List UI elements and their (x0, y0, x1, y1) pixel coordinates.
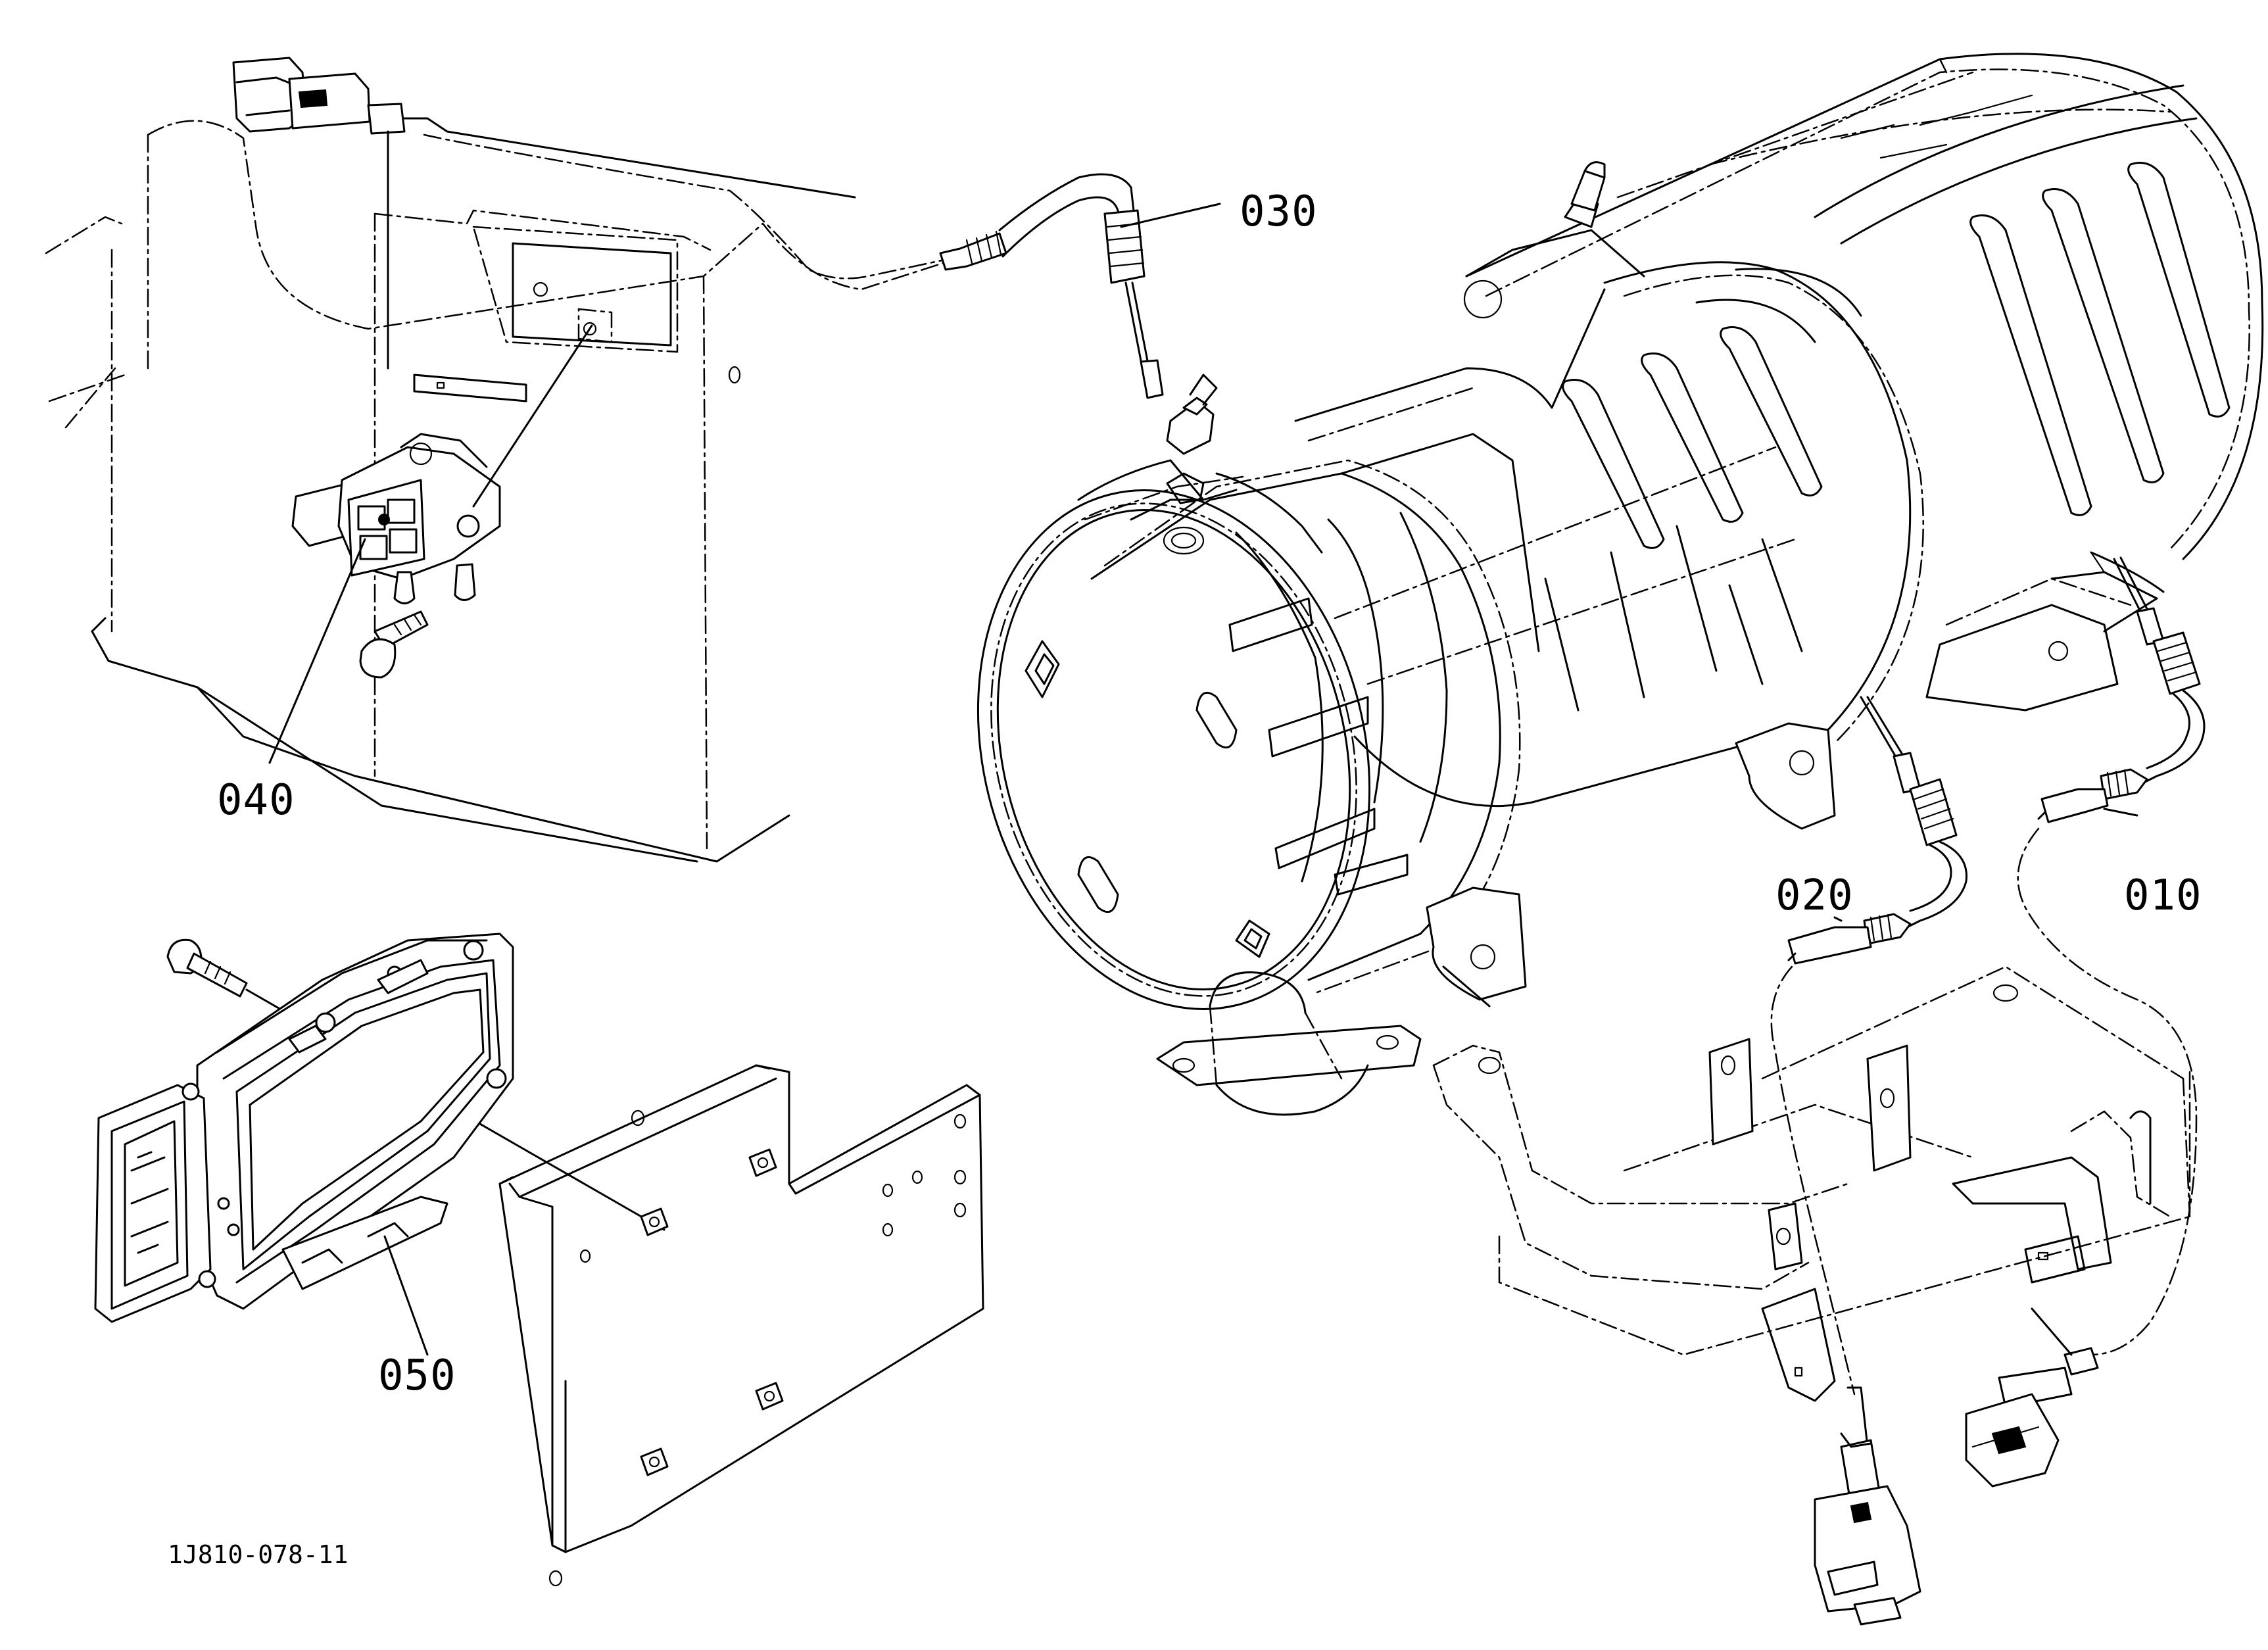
sensor-010 (1965, 556, 2206, 1488)
mounting-plate-050 (498, 1064, 984, 1587)
callout-050: 050 (378, 1351, 456, 1400)
leader-040 (268, 538, 366, 764)
callout-040: 040 (217, 776, 295, 825)
lower-bracket (1432, 965, 2191, 1402)
callout-020: 020 (1775, 871, 1854, 920)
upper-mount-panel (45, 120, 955, 863)
sensor-020 (1770, 696, 1967, 1626)
leader-010 (2103, 808, 2138, 817)
leader-010-b (2031, 1307, 2073, 1356)
dpf-canister (977, 53, 2264, 1116)
callout-030: 030 (1240, 187, 1318, 236)
leader-020 (1833, 916, 1843, 922)
sensor-040 (291, 433, 501, 679)
leader-030 (1120, 203, 1221, 228)
leader-050 (383, 1235, 429, 1356)
document-id: 1J810-078-11 (168, 1540, 349, 1569)
leader-040-b (472, 324, 593, 508)
control-unit-050 (94, 933, 665, 1323)
connector-040-cable (232, 57, 961, 370)
sensor-030 (939, 173, 1218, 555)
callout-010: 010 (2124, 871, 2202, 920)
